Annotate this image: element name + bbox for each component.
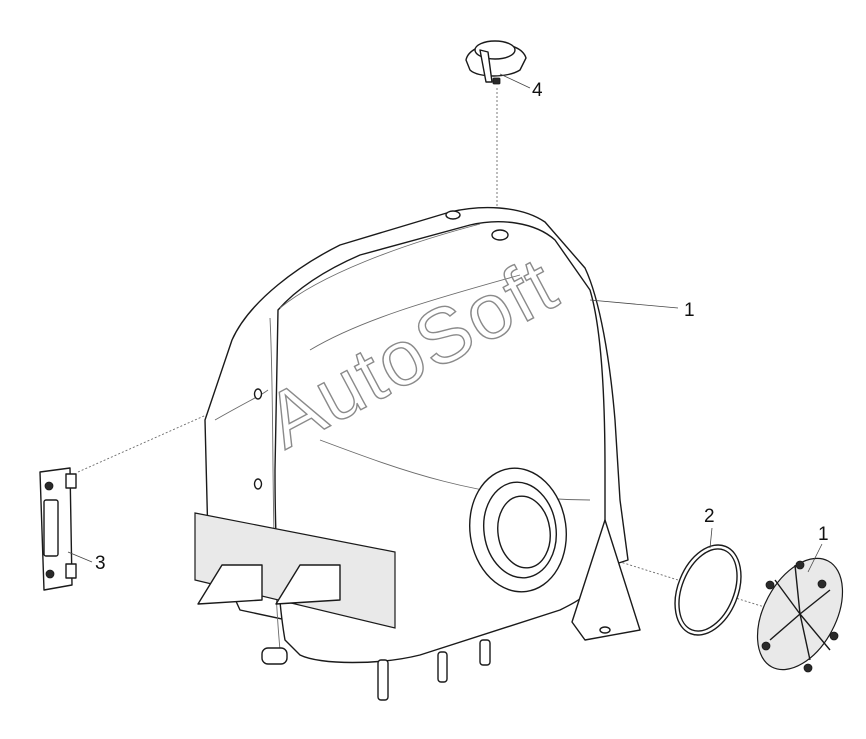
level-gauge [39,467,77,591]
cover-plate [756,557,844,673]
callout-seal: 2 [704,506,715,527]
callout-tank: 1 [684,300,695,321]
tank-body [194,206,641,701]
callout-cover: 1 [818,524,829,545]
leader-lines [67,73,823,573]
callout-cap: 4 [532,80,543,101]
filler-cap [465,40,527,85]
seal-ring [674,544,742,636]
callout-gauge: 3 [95,553,106,574]
